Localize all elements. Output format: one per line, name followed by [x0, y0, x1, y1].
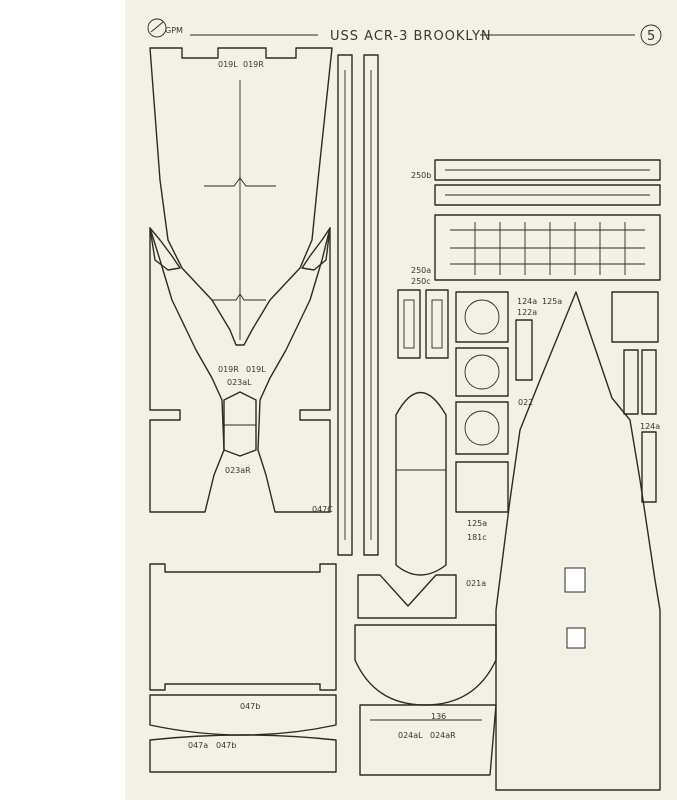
sheet-header: GPM USS ACR-3 BROOKLYN 5	[147, 18, 662, 46]
part-center-plate	[223, 391, 257, 457]
page-number-circle	[640, 24, 662, 46]
label-047b: 047b	[240, 702, 260, 711]
part-lower-boats	[354, 624, 497, 776]
part-wedge	[357, 574, 457, 619]
sheet-title: USS ACR-3 BROOKLYN	[330, 29, 492, 44]
part-250a	[434, 214, 661, 281]
label-047b-lower: 047b	[216, 741, 236, 750]
label-023aL: 023aL	[227, 378, 252, 387]
label-019L: 019L	[246, 365, 266, 374]
label-124a: 124a	[517, 297, 537, 306]
part-hull-left	[149, 227, 225, 513]
part-hull-right	[257, 227, 331, 513]
label-047c: 047C	[312, 505, 333, 514]
label-021a: 021a	[466, 579, 486, 588]
label-019R: 019R	[218, 365, 239, 374]
part-250c	[397, 289, 449, 359]
label-125a-top: 125a	[542, 297, 562, 306]
part-labels: 019L 019R 019R 019L 023aL 023aR 047C 047…	[188, 60, 660, 750]
part-strips	[337, 54, 379, 556]
label-122a: 122a	[517, 308, 537, 317]
logo-text: GPM	[165, 26, 183, 35]
label-024aL: 024aL	[398, 731, 423, 740]
label-023aR: 023aR	[225, 466, 251, 475]
label-047a: 047a	[188, 741, 208, 750]
label-125a: 125a	[467, 519, 487, 528]
page-number: 5	[647, 29, 656, 44]
part-deck-main	[149, 47, 333, 346]
label-181c: 181c	[467, 533, 487, 542]
left-margin	[0, 0, 125, 800]
part-superstructure	[495, 291, 661, 791]
label-250a: 250a	[411, 266, 431, 275]
part-lower-box	[149, 563, 337, 691]
part-hatch-frame	[395, 391, 447, 576]
part-window-panels	[455, 291, 533, 513]
label-022: 022	[518, 398, 533, 407]
label-124a-right: 124a	[640, 422, 660, 431]
label-019L-top: 019L	[218, 60, 238, 69]
part-right-plates	[611, 291, 659, 503]
part-250b	[434, 159, 661, 206]
label-136: 136	[431, 712, 446, 721]
part-curved-strips	[149, 694, 337, 773]
label-250b: 250b	[411, 171, 431, 180]
label-024aR: 024aR	[430, 731, 456, 740]
label-250c: 250c	[411, 277, 431, 286]
gpm-logo: GPM	[147, 18, 183, 38]
label-019R-top: 019R	[243, 60, 264, 69]
